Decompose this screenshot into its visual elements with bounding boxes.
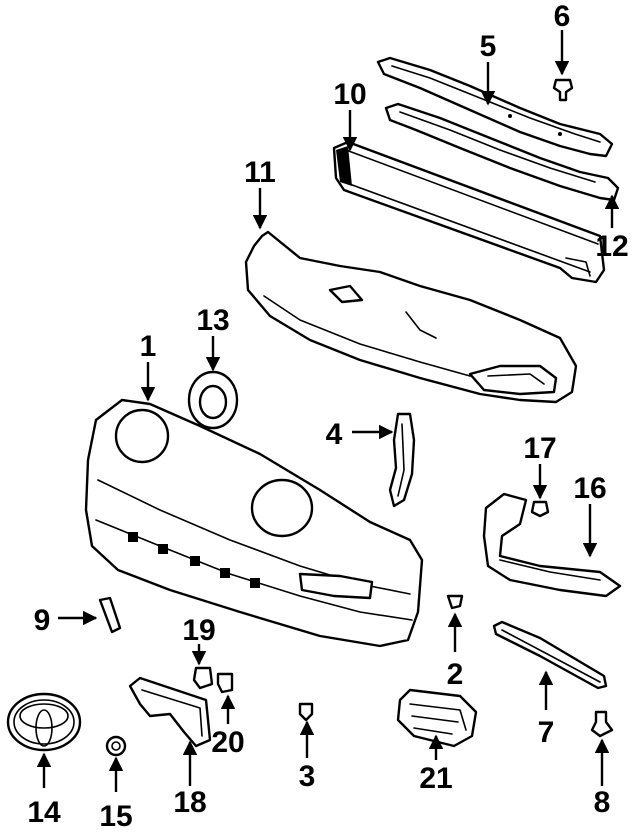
callout-8: 8 [594, 786, 611, 819]
callout-12: 12 [595, 230, 628, 263]
part-20-retainer [216, 672, 234, 694]
callout-4: 4 [326, 418, 343, 451]
part-8-clip [590, 710, 614, 738]
part-9-bracket [98, 596, 122, 634]
callout-13: 13 [196, 304, 229, 337]
part-13-ring [187, 370, 239, 430]
callout-6: 6 [554, 0, 571, 33]
callout-14: 14 [27, 796, 61, 829]
callout-21: 21 [419, 762, 452, 795]
callout-20: 20 [211, 726, 244, 759]
part-15-grommet [105, 735, 127, 757]
callout-18: 18 [173, 786, 206, 819]
part-10-energy-absorber [332, 140, 606, 284]
part-5-reinforcement-upper [376, 56, 614, 158]
callout-19: 19 [182, 614, 215, 647]
part-16-air-duct [482, 492, 622, 598]
part-2-clip [446, 594, 464, 610]
part-1-bumper-cover [84, 398, 424, 648]
callout-2: 2 [447, 658, 464, 691]
part-3-clip [298, 702, 314, 722]
callout-7: 7 [538, 716, 555, 749]
part-18-license-bracket [128, 676, 212, 748]
callout-11: 11 [244, 156, 276, 189]
part-4-side-bracket [388, 412, 416, 508]
callout-labels: 1 2 3 4 5 6 7 8 9 10 11 12 13 14 15 16 1… [27, 0, 628, 833]
grille-slots [128, 532, 260, 588]
part-11-bumper-support [244, 230, 578, 404]
callout-5: 5 [480, 30, 497, 63]
leader-lines [36, 30, 620, 792]
callout-15: 15 [99, 800, 132, 833]
callout-16: 16 [573, 472, 606, 505]
callout-3: 3 [299, 760, 316, 793]
callout-17: 17 [523, 432, 556, 465]
callout-9: 9 [34, 604, 51, 637]
callout-10: 10 [333, 78, 366, 111]
part-7-trim-strip [492, 620, 608, 690]
part-19-retainer [192, 666, 214, 690]
part-17-clip [530, 500, 550, 518]
part-6-clip [552, 78, 574, 102]
part-14-emblem [6, 692, 82, 752]
part-12-reinforcement-lower [384, 102, 620, 202]
part-21-fog-lamp [396, 688, 478, 748]
callout-1: 1 [140, 330, 157, 363]
